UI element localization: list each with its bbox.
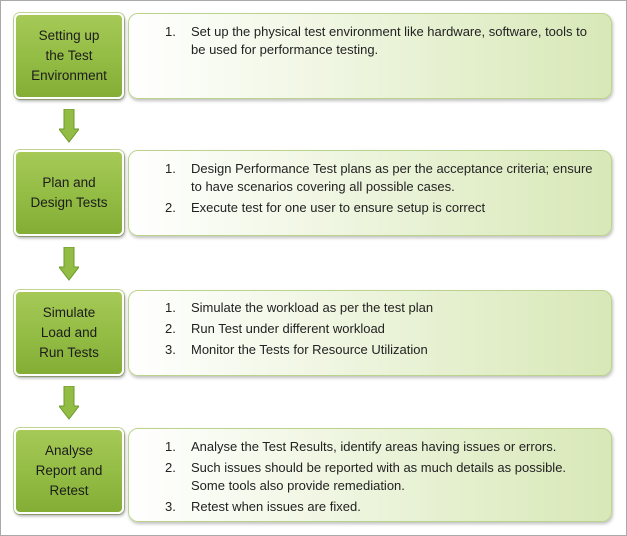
list-item: 2.Such issues should be reported with as… <box>165 460 567 493</box>
list-item: 1.Analyse the Test Results, identify are… <box>165 439 557 454</box>
list-item: 2.Run Test under different workload <box>165 321 385 336</box>
step-1-box: Setting up the Test Environment <box>14 13 124 99</box>
list-item: 2.Execute test for one user to ensure se… <box>165 200 486 215</box>
step-1-list: 1.Set up the physical test environment l… <box>165 23 597 62</box>
step-3-details: 1.Simulate the workload as per the test … <box>128 290 612 376</box>
step-4-title: Analyse Report and Retest <box>35 443 103 498</box>
list-item: 1.Set up the physical test environment l… <box>165 24 587 57</box>
step-3-box: Simulate Load and Run Tests <box>14 290 124 376</box>
list-item: 1.Simulate the workload as per the test … <box>165 300 434 315</box>
step-2-list: 1.Design Performance Test plans as per t… <box>165 160 597 220</box>
down-arrow-icon <box>59 386 79 420</box>
step-1-title: Setting up the Test Environment <box>31 28 107 83</box>
step-3-title: Simulate Load and Run Tests <box>39 305 99 360</box>
step-2-title: Plan and Design Tests <box>30 175 108 210</box>
step-4-box: Analyse Report and Retest <box>14 428 124 514</box>
list-item: 3.Retest when issues are fixed. <box>165 499 361 514</box>
step-2-box: Plan and Design Tests <box>14 150 124 236</box>
step-2-details: 1.Design Performance Test plans as per t… <box>128 150 612 236</box>
step-4-list: 1.Analyse the Test Results, identify are… <box>165 438 597 519</box>
down-arrow-icon <box>59 247 79 281</box>
list-item: 3.Monitor the Tests for Resource Utiliza… <box>165 342 428 357</box>
down-arrow-icon <box>59 109 79 143</box>
list-item: 1.Design Performance Test plans as per t… <box>165 161 593 194</box>
step-1-details: 1.Set up the physical test environment l… <box>128 13 612 99</box>
step-3-list: 1.Simulate the workload as per the test … <box>165 299 597 362</box>
step-4-details: 1.Analyse the Test Results, identify are… <box>128 428 612 522</box>
